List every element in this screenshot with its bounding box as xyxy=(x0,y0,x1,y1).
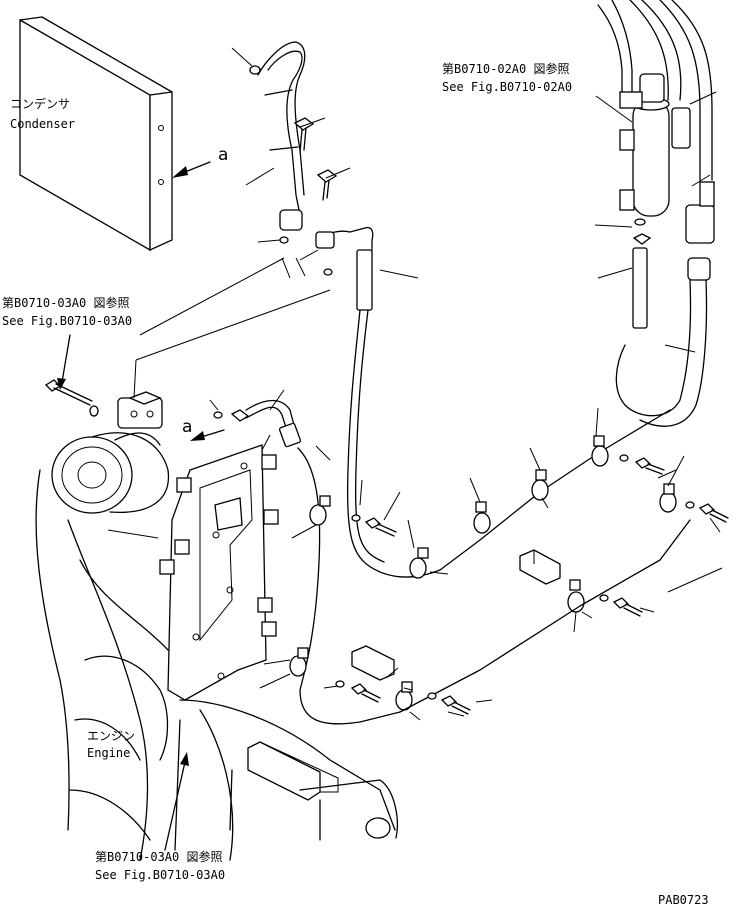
condenser-hose xyxy=(257,41,306,244)
bolt xyxy=(44,379,93,406)
ref-left-en: See Fig.B0710-03A0 xyxy=(2,314,132,328)
ref-left-jp: 第B0710-03A0 図参照 xyxy=(2,295,129,310)
view-arrow-a-condenser xyxy=(172,161,211,178)
spacer-block xyxy=(351,645,395,681)
bolt xyxy=(685,501,729,523)
engine xyxy=(35,469,398,861)
hose-clamp xyxy=(409,547,429,579)
bolt xyxy=(293,117,315,153)
engine-label-jp: エンジン xyxy=(87,729,135,743)
ref-bottom-en: See Fig.B0710-03A0 xyxy=(95,868,225,882)
condenser-label-en: Condenser xyxy=(10,117,75,131)
bolt xyxy=(427,692,471,715)
hose-clamp xyxy=(309,495,331,526)
view-label-a-mid: a xyxy=(182,417,192,437)
bolt xyxy=(599,594,643,617)
compressor xyxy=(51,391,170,514)
o-ring xyxy=(249,65,261,75)
engine-label-en: Engine xyxy=(87,746,130,760)
hose-clamp xyxy=(659,483,677,513)
hose-clamp xyxy=(531,469,549,501)
hose-clamp xyxy=(473,501,491,534)
hose-clamp xyxy=(591,435,609,467)
lower-pipe xyxy=(299,519,691,725)
bolt xyxy=(351,514,397,537)
hose-clamp xyxy=(395,681,413,711)
ref-top-right-jp: 第B0710-02A0 図参照 xyxy=(442,61,569,76)
hose-clamp xyxy=(567,579,585,613)
compressor-bracket xyxy=(159,444,279,701)
ref-bottom-jp: 第B0710-03A0 図参照 xyxy=(95,849,222,864)
receiver-drier xyxy=(597,0,715,244)
leader-arrows-bottom-ref xyxy=(164,719,189,851)
washer xyxy=(89,405,99,417)
drawing-code: PAB0723 xyxy=(658,893,709,907)
hose-clamp xyxy=(289,647,309,677)
condenser xyxy=(19,16,173,252)
condenser-label-jp: コンデンサ xyxy=(10,96,70,111)
ref-top-right-en: See Fig.B0710-02A0 xyxy=(442,80,572,94)
bolt xyxy=(335,680,381,703)
liquid-hose-right xyxy=(615,218,711,427)
view-arrow-a-compressor xyxy=(190,429,225,441)
bolt xyxy=(316,169,338,201)
bolt xyxy=(619,454,665,475)
view-label-a-top: a xyxy=(218,145,228,165)
leader-arrow-left-ref xyxy=(57,334,71,390)
spacer-block xyxy=(519,549,561,585)
